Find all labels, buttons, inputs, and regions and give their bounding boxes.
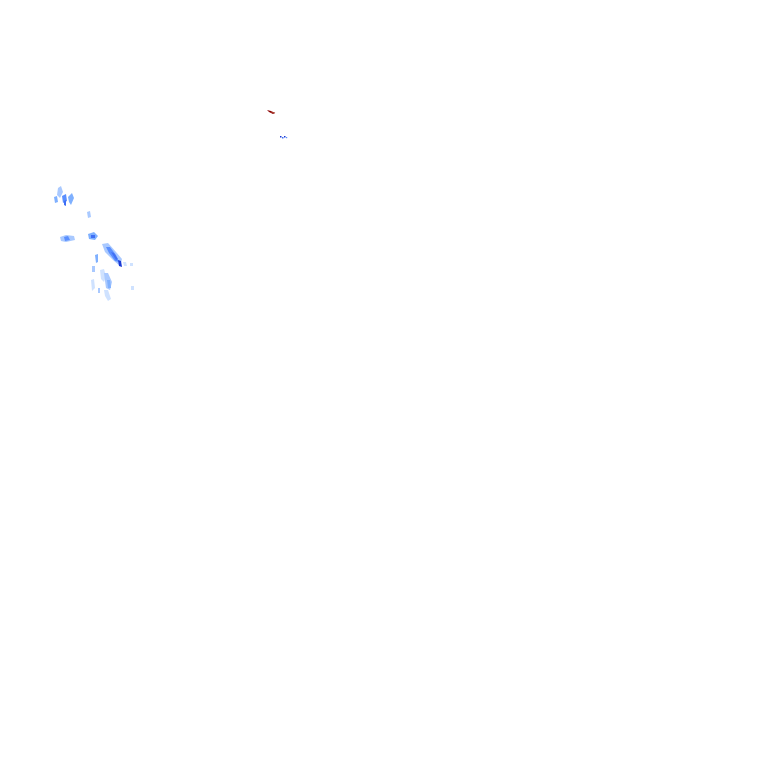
- severe-echo-streak: [267, 110, 276, 114]
- echo-cell: [107, 280, 111, 288]
- echo-pixel: [286, 137, 288, 139]
- echo-cell: [104, 290, 111, 301]
- small-echo-cluster: [280, 136, 288, 139]
- echo-cell: [91, 279, 95, 291]
- echo-cell: [98, 288, 100, 293]
- echo-cell: [118, 260, 122, 267]
- echo-cell: [64, 236, 70, 241]
- echo-cell: [123, 262, 127, 266]
- echo-pixel: [284, 136, 286, 138]
- echo-cell: [130, 263, 133, 266]
- echo-cell: [64, 200, 66, 206]
- echo-pixel: [282, 137, 284, 139]
- scattered-echo-field: [54, 186, 134, 301]
- echo-cell: [87, 211, 91, 218]
- echo-cell: [111, 252, 118, 260]
- echo-cell: [91, 235, 95, 238]
- echo-cell: [131, 286, 134, 290]
- echo-cell: [54, 196, 58, 203]
- severe-echo-edge: [270, 111, 276, 114]
- echo-cell: [100, 269, 106, 282]
- echo-cell: [92, 266, 95, 272]
- echo-cell: [95, 254, 98, 263]
- echo-cell: [68, 193, 74, 205]
- echo-pixel: [280, 136, 282, 138]
- echo-cell: [57, 186, 63, 198]
